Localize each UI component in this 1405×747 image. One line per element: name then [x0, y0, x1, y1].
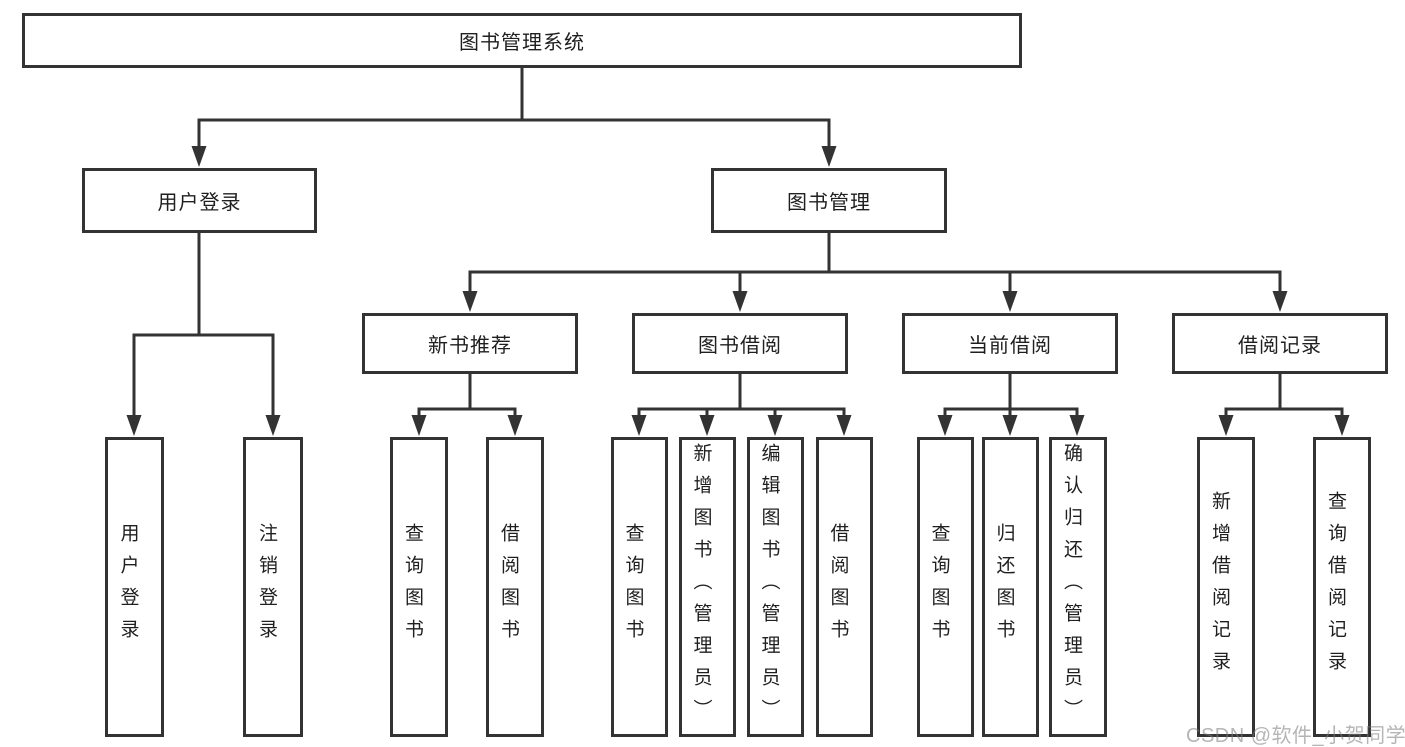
node-user-login: 用户登录	[82, 168, 317, 233]
leaf-records-query-label: 查询借阅记录	[1325, 491, 1346, 683]
leaf-current-confirm-return-admin-label: 确认归还（管理员）	[1061, 443, 1082, 731]
leaf-borrow-borrow-books-label: 借阅图书	[827, 523, 849, 651]
arrowhead	[631, 415, 647, 436]
arrowhead	[699, 415, 715, 436]
leaf-current-query-books: 查询图书	[917, 437, 974, 737]
node-borrow-records-label: 借阅记录	[1238, 335, 1322, 357]
connector-current-borrow-children	[943, 374, 1079, 421]
leaf-user-login: 用户登录	[105, 437, 164, 737]
leaf-borrow-query-books: 查询图书	[611, 437, 668, 737]
leaf-user-login-label: 用户登录	[117, 523, 139, 651]
leaf-rec-query-books-label: 查询图书	[402, 523, 423, 651]
connector-root-to-level2	[197, 68, 831, 152]
connector-new-book-rec-children	[417, 374, 517, 421]
node-new-book-recommend: 新书推荐	[362, 313, 578, 374]
node-book-management-label: 图书管理	[787, 192, 871, 214]
leaf-rec-borrow-books: 借阅图书	[486, 437, 544, 737]
arrowhead	[836, 415, 852, 436]
arrowhead	[937, 415, 953, 436]
node-root-label: 图书管理系统	[459, 32, 585, 54]
leaf-borrow-borrow-books: 借阅图书	[816, 437, 873, 737]
arrowhead	[1218, 415, 1234, 436]
arrowhead	[1002, 291, 1018, 312]
leaf-borrow-add-books-admin: 新增图书（管理员）	[679, 437, 736, 737]
leaf-current-return-books: 归还图书	[982, 437, 1039, 737]
node-current-borrow-label: 当前借阅	[968, 335, 1052, 357]
arrowhead	[462, 291, 478, 312]
arrowhead	[1069, 415, 1085, 436]
csdn-watermark: CSDN @软件_小贺同学	[1186, 725, 1405, 747]
arrowhead	[507, 415, 523, 436]
leaf-current-return-books-label: 归还图书	[993, 523, 1015, 651]
node-borrow-records: 借阅记录	[1172, 313, 1388, 374]
leaf-rec-borrow-books-label: 借阅图书	[498, 523, 519, 651]
node-user-login-label: 用户登录	[157, 192, 242, 214]
node-new-book-recommend-label: 新书推荐	[428, 335, 512, 357]
node-book-management: 图书管理	[711, 168, 947, 233]
arrowhead	[732, 291, 748, 312]
arrowhead	[821, 146, 837, 167]
connector-user-login-children	[132, 233, 275, 421]
connector-book-borrow-children	[637, 374, 846, 421]
node-current-borrow: 当前借阅	[902, 313, 1118, 374]
arrowhead	[126, 415, 142, 436]
leaf-borrow-query-books-label: 查询图书	[622, 523, 644, 651]
connector-book-mgmt-children	[468, 233, 1282, 299]
leaf-borrow-edit-books-admin: 编辑图书（管理员）	[747, 437, 804, 737]
leaf-borrow-edit-books-admin-label: 编辑图书（管理员）	[758, 443, 780, 731]
arrowhead	[767, 415, 783, 436]
connector-borrow-records-children	[1224, 374, 1344, 421]
leaf-records-add-label: 新增借阅记录	[1209, 491, 1230, 683]
leaf-borrow-add-books-admin-label: 新增图书（管理员）	[690, 443, 712, 731]
arrowhead	[1334, 415, 1350, 436]
node-book-borrow: 图书借阅	[632, 313, 848, 374]
leaf-records-query: 查询借阅记录	[1313, 437, 1371, 737]
leaf-rec-query-books: 查询图书	[390, 437, 448, 737]
arrowhead	[191, 146, 207, 167]
arrowhead	[411, 415, 427, 436]
arrowhead	[1002, 415, 1018, 436]
node-book-borrow-label: 图书借阅	[698, 335, 782, 357]
leaf-current-confirm-return-admin: 确认归还（管理员）	[1049, 437, 1107, 737]
leaf-logout-login-label: 注销登录	[256, 523, 277, 651]
node-root: 图书管理系统	[22, 13, 1022, 68]
arrowhead	[265, 415, 281, 436]
leaf-current-query-books-label: 查询图书	[928, 523, 950, 651]
leaf-records-add: 新增借阅记录	[1197, 437, 1255, 737]
leaf-logout-login: 注销登录	[243, 437, 303, 737]
arrowhead	[1272, 291, 1288, 312]
